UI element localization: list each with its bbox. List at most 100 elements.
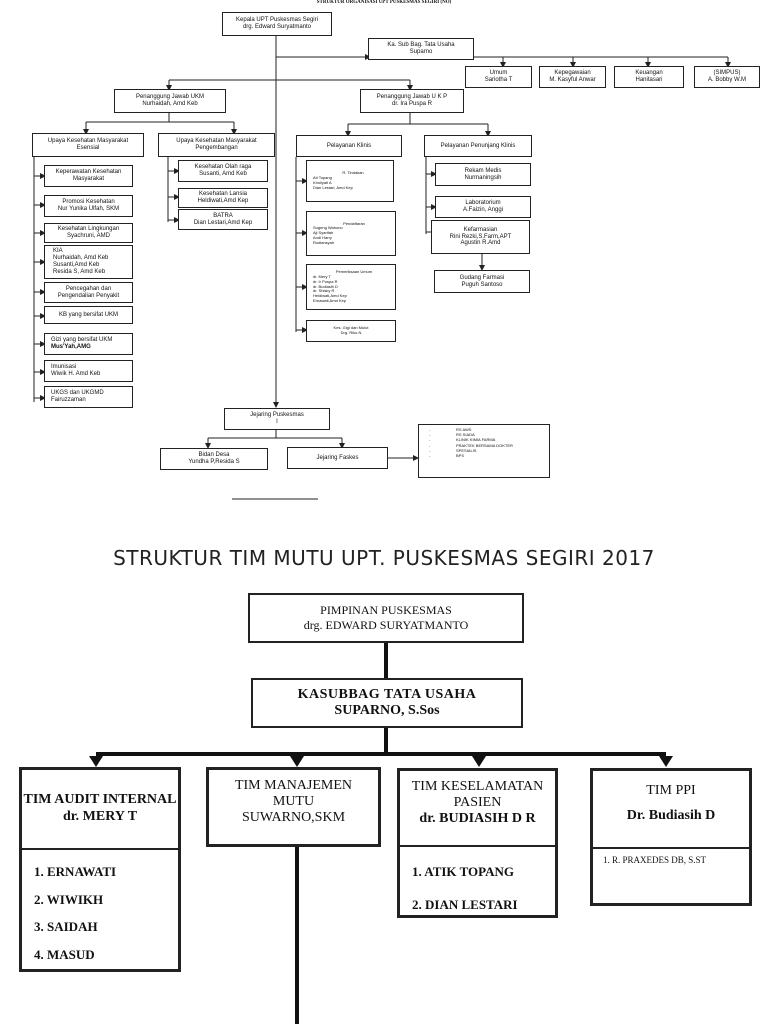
faskes-item: PRAKTEK BERSAMA DOKTER (456, 442, 513, 448)
tim-audit-internal-box: TIM AUDIT INTERNAL dr. MERY T 1. ERNAWAT… (19, 767, 181, 972)
audit-member: 2. WIWIKH (34, 891, 104, 907)
item-line: Susanti,Amd Keb (53, 262, 100, 268)
pengembangan-item: Kesehatan Olah raga Susanti, Amd Keb (178, 160, 268, 182)
item-line: Nur Yunika Ulfah, SKM (57, 206, 120, 212)
bidan-label: Bidan Desa (198, 452, 230, 459)
esensial-item: Pencegahan dan Pengendalian Penyakit (44, 282, 133, 303)
unit-person: M. Kasyful Anwar (549, 77, 596, 83)
unit-label: Umum (489, 70, 508, 77)
jejaring-label: Jejaring Puskesmas (250, 412, 304, 419)
penunjang-item: Gudang Farmasi Puguh Santoso (434, 270, 530, 293)
item-line: dr. Budiasih D (313, 283, 338, 289)
item-line: Ernawati,Amd Kep (313, 297, 347, 303)
item-line: KIA (53, 248, 63, 255)
item-line: Andi Harry (313, 234, 332, 240)
tu-unit-kepegawaian: Kepegawaian M. Kasyful Anwar (539, 66, 606, 88)
tu-unit-simpus: (SIMPUS) A. Bobby W.M (694, 66, 760, 88)
ukp-name: dr. Ira Puspa R (391, 101, 433, 107)
audit-member-list: 1. ERNAWATI 2. WIWIKH 3. SAIDAH 4. MASUD (22, 848, 178, 968)
ukp-role: Penanggung Jawab U K P (376, 94, 448, 101)
faskes-item: RS AWS (456, 427, 472, 432)
unit-person: Sariotha T (484, 77, 513, 83)
ppi-title: TIM PPI (646, 783, 696, 798)
pimpinan-name: drg. EDWARD SURYATMANTO (303, 618, 469, 632)
item-line: Pencegahan dan (65, 285, 112, 292)
item-line: dr. Ir Puspa R (313, 278, 338, 284)
item-line: Pendaftaran (343, 220, 365, 226)
esensial-item: Gizi yang bersifat UKM Mus'Yah,AMG (44, 333, 133, 355)
penunjang-item: Laboratorium A.Faizin, Anggi (435, 196, 531, 218)
klinis-item-pemeriksaan-umum: Pemeriksaan Umum dr. Mery T dr. Ir Puspa… (306, 264, 396, 310)
unit-label: (SIMPUS) (713, 70, 741, 77)
item-line: Gudang Farmasi (459, 274, 505, 281)
pengembangan-item: Kesehatan Lansia Heldiwati,Amd Kep (178, 188, 268, 208)
item-line: Kefarmasian (463, 226, 498, 233)
item-line: Nurhaidah, Amd Keb (53, 255, 109, 262)
item-line: Masyarakat (72, 176, 104, 182)
kasubbag-role: KASUBBAG TATA USAHA (297, 687, 477, 702)
penunjang-item-kefarmasian: Kefarmasian Rini Rezki,S.Farm,APT Agusti… (431, 220, 530, 254)
item-line: Kesehatan Lansia (198, 191, 248, 198)
audit-member: 3. SAIDAH (34, 919, 98, 934)
item-line: Agustin R.Amd (460, 240, 501, 247)
manajemen-title: TIM MANAJEMEN (234, 778, 353, 793)
unit-person: Hanitasari (635, 77, 663, 83)
ukm-pengembangan-box: Upaya Kesehatan Masyarakat Pengembangan (158, 133, 275, 157)
keselamatan-head-name: dr. BUDIASIH D R (419, 811, 536, 827)
pelayanan-klinis-box: Pelayanan Klinis (296, 135, 402, 157)
tim-manajemen-mutu-box: TIM MANAJEMEN MUTU SUWARNO,SKM (206, 767, 381, 847)
jejaring-faskes-box: Jejaring Faskes (287, 447, 388, 469)
item-line: A.Faizin, Anggi (462, 207, 504, 213)
item-line: Kholiyati A (313, 180, 332, 185)
tu-unit-keuangan: Keuangan Hanitasari (614, 66, 684, 88)
esensial-label-2: Esensial (76, 145, 100, 151)
item-line: Imunisasi (51, 364, 77, 371)
item-line: Ati Topang (313, 175, 332, 181)
keselamatan-member: 2. DIAN LESTARI (412, 897, 518, 912)
klinis-item-pendaftaran: Pendaftaran Sugeng Wahono Aji Syarifah A… (306, 211, 396, 256)
item-line: Mus'Yah,AMG (51, 344, 91, 350)
item-line: Heldiwati,Amd Kep (197, 198, 249, 204)
ppi-member-list: 1. R. PRAXEDES DB, S.ST (593, 847, 749, 865)
faskes-item: RS SIADA (456, 432, 475, 438)
pengembangan-label-1: Upaya Kesehatan Masyarakat (176, 138, 257, 145)
item-line: Rini Rezki,S.Farm,APT (449, 233, 512, 240)
keselamatan-member-list: 1. ATIK TOPANG 2. DIAN LESTARI (400, 845, 555, 921)
esensial-item: UKGS dan UKGMD Fairuzzaman (44, 386, 133, 408)
item-line: Resida S, Amd Keb (53, 268, 106, 275)
kepala-box: Kepala UPT Puskesmas Segiri drg. Edward … (222, 12, 332, 36)
klinis-label: Pelayanan Klinis (326, 142, 372, 149)
item-line: Nurmaningsih (464, 174, 502, 181)
bidan-names: Yundha P,Resida S (188, 459, 240, 465)
audit-member: 1. ERNAWATI (34, 864, 117, 879)
kasubbag-name: SUPARNO, S.Sos (334, 703, 440, 718)
item-line: Rudiansyah (313, 239, 335, 245)
pelayanan-penunjang-box: Pelayanan Penunjang Klinis (424, 135, 532, 157)
item-line: Kesehatan Olah raga (194, 164, 252, 171)
audit-title: TIM AUDIT INTERNAL (23, 792, 177, 807)
item-line: Promosi Kesehatan (62, 199, 115, 206)
item-line: Aji Syarifah (313, 230, 334, 236)
faskes-item: KLINIK KIMIA FARMA (456, 437, 496, 443)
faskes-list-box: ------ RS AWS RS SIADA KLINIK KIMIA FARM… (418, 424, 550, 478)
esensial-item-kia: KIA Nurhaidah, Amd Keb Susanti,Amd Keb R… (44, 245, 133, 279)
kasubbag-box: KASUBBAG TATA USAHA SUPARNO, S.Sos (251, 678, 523, 728)
jejaring-box: Jejaring Puskesmas I (224, 408, 330, 430)
ppi-head-name: Dr. Budiasih D (626, 807, 716, 823)
org-chart-title: STRUKTUR ORGANISASI UPT PUSKESMAS SEGIRI… (316, 0, 452, 5)
item-line: Pemeriksaan Umum (335, 269, 373, 275)
item-line: Syachruni, AMD (66, 233, 111, 239)
jejaring-sub: I (276, 419, 278, 425)
klinis-item-gigi-mulut: Kes. Gigi dan Mulut Drg. Riko.N (306, 320, 396, 342)
item-line: Rekam Medis (464, 167, 502, 174)
esensial-label-1: Upaya Kesehatan Masyarakat (47, 138, 129, 145)
item-line: Fairuzzaman (51, 397, 86, 403)
penunjang-item: Rekam Medis Nurmaningsih (435, 163, 531, 186)
item-line: Puguh Santoso (461, 281, 503, 288)
pengembangan-item: BATRA Dian Lestari,Amd Kep (178, 209, 268, 230)
manajemen-title-2: MUTU (272, 794, 315, 810)
unit-label: Keuangan (635, 70, 663, 77)
tim-mutu-title: STRUKTUR TIM MUTU UPT. PUSKESMAS SEGIRI … (113, 546, 655, 570)
esensial-item: Imunisasi Wiwik H. Amd Keb (44, 360, 133, 382)
pengembangan-label-2: Pengembangan (195, 145, 238, 151)
